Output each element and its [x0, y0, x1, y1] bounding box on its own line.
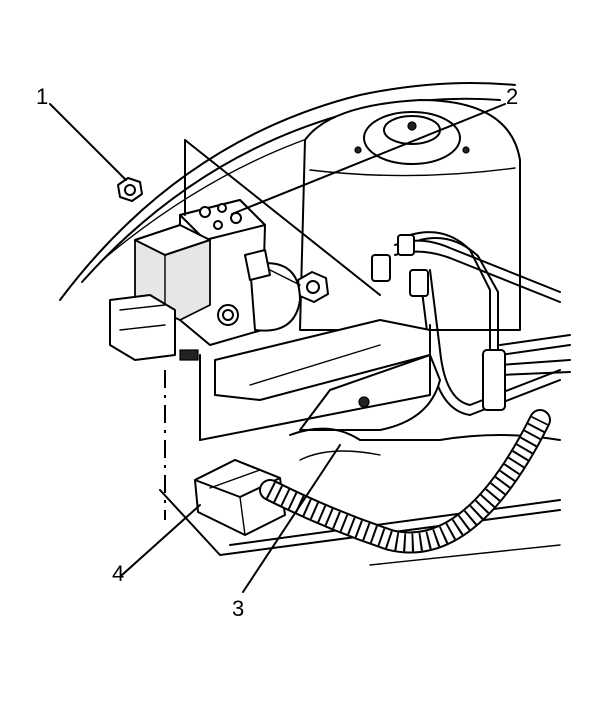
leader-4: [121, 504, 201, 576]
nut-part: [117, 177, 143, 202]
callout-4: 4: [112, 561, 125, 586]
leader-2: [231, 103, 506, 215]
harness-conduit: [259, 409, 551, 554]
strut-tower: [299, 99, 521, 331]
callout-3: 3: [232, 596, 245, 621]
leader-lines: [49, 103, 506, 593]
reference-outline: [164, 324, 431, 520]
bracket-nut: [269, 269, 329, 303]
harness-connector: [194, 459, 286, 536]
leader-3: [242, 444, 341, 593]
line-fitting: [371, 234, 429, 297]
callout-1: 1: [36, 84, 49, 109]
brake-lines: [371, 231, 571, 416]
control-unit: [109, 224, 211, 361]
mounting-bracket: [214, 319, 441, 431]
callout-2: 2: [506, 84, 519, 109]
leader-1: [49, 103, 127, 181]
